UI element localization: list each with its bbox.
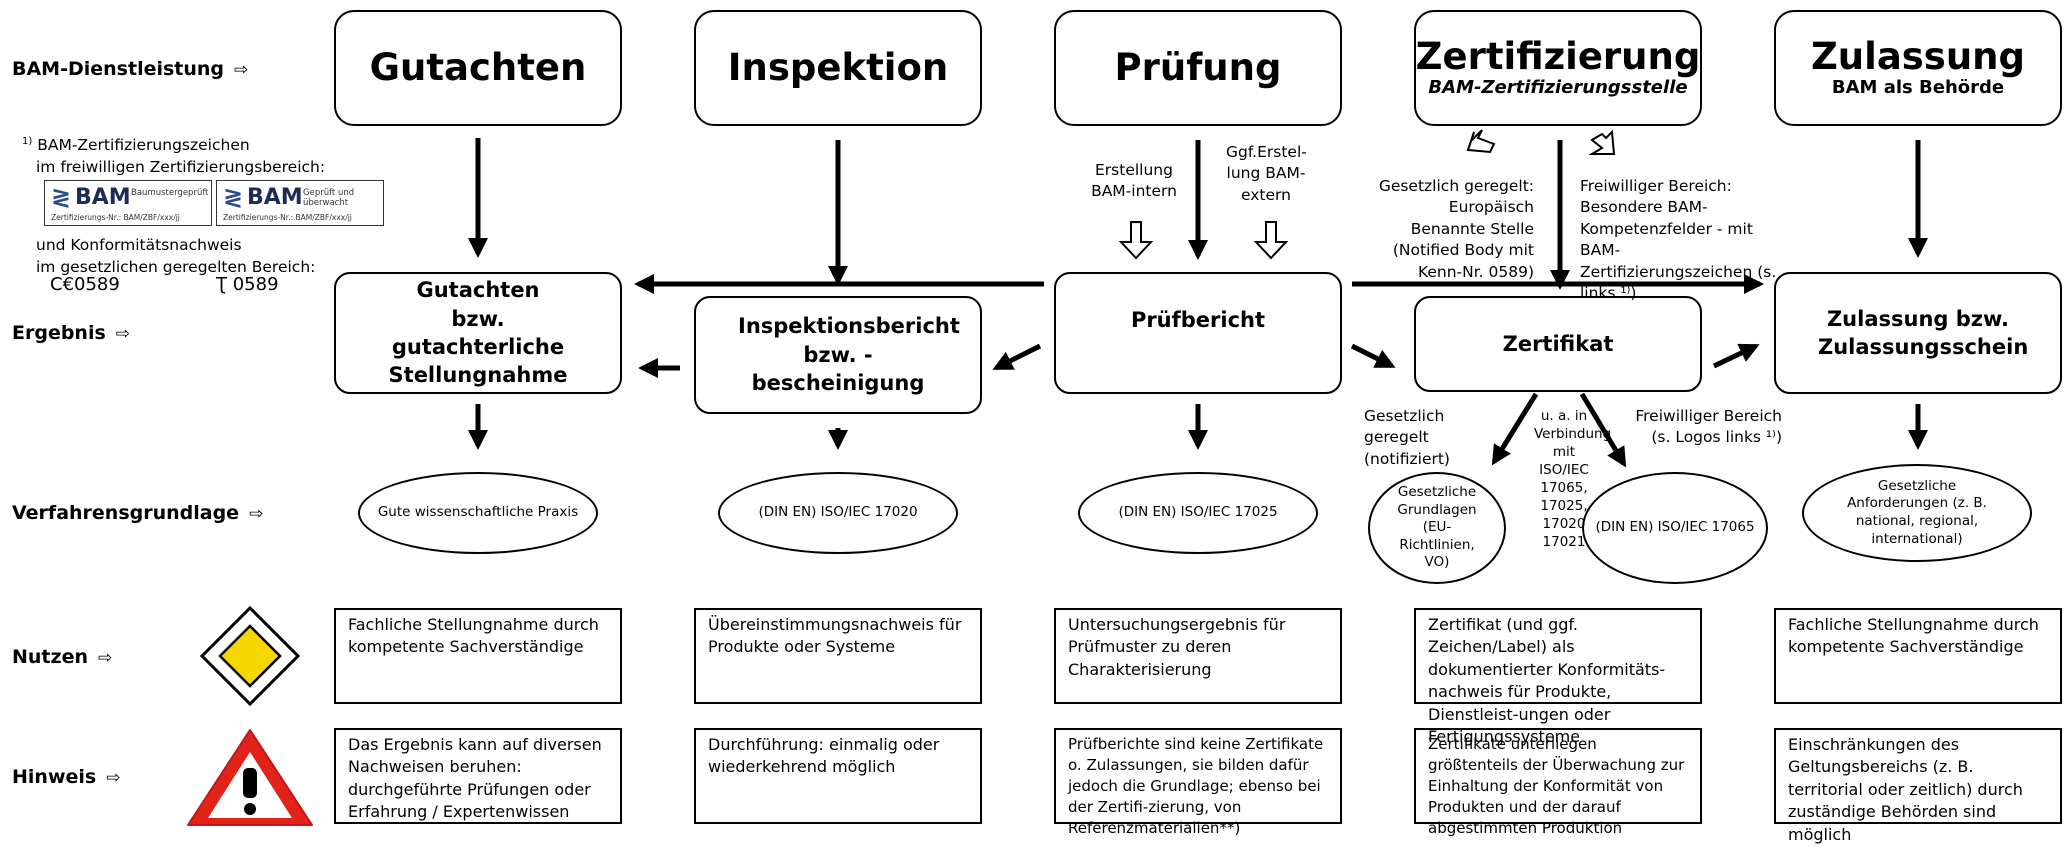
footnote-conformity: und Konformitätsnachweis im gesetzlichen… xyxy=(36,236,316,276)
service-pruefung: Prüfung xyxy=(1054,10,1342,126)
basis-zulassung: Gesetzliche Anforderungen (z. B. nationa… xyxy=(1802,464,2032,562)
benefit-pruefung: Untersuchungsergebnis für Prüfmuster zu … xyxy=(1054,608,1342,704)
footnote-certification-marks: 1) BAM-Zertifizierungszeichen im freiwil… xyxy=(22,135,326,176)
row-label-note: Hinweis⇨ xyxy=(12,766,121,788)
benefit-zulassung: Fachliche Stellungnahme durch kompetente… xyxy=(1774,608,2062,704)
pi-mark: Ʈ 0589 xyxy=(216,274,279,295)
row-label-basis: Verfahrensgrundlage⇨ xyxy=(12,502,264,524)
basis-pruefung: (DIN EN) ISO/IEC 17025 xyxy=(1078,472,1318,554)
result-gutachten: Gutachten bzw. gutachterliche Stellungna… xyxy=(334,272,622,394)
basis-inspektion: (DIN EN) ISO/IEC 17020 xyxy=(718,472,958,554)
note-zertifizierung: Zertifikate unterliegen größtenteils der… xyxy=(1414,728,1702,837)
bam-logo-baumustergeprueft: ≷ BAM Baumustergeprüft Zertifizierungs-N… xyxy=(44,180,212,226)
benefit-gutachten: Fachliche Stellungnahme durch kompetente… xyxy=(334,608,622,704)
row-label-service: BAM-Dienstleistung⇨ xyxy=(12,58,249,80)
row-label-result: Ergebnis⇨ xyxy=(12,322,131,344)
benefit-inspektion: Übereinstimmungsnachweis für Produkte od… xyxy=(694,608,982,704)
basis-gutachten: Gute wissenschaftliche Praxis xyxy=(358,472,598,554)
arrow-right-icon: ⇨ xyxy=(97,648,113,668)
arrow-right-icon: ⇨ xyxy=(249,504,264,524)
result-zertifizierung: Zertifikat xyxy=(1414,296,1702,392)
diagram-connectors xyxy=(468,129,1928,468)
label-erstellung-extern: Ggf.Erstel-lung BAM-extern xyxy=(1226,143,1307,204)
label-freiwillig-bam: Freiwilliger Bereich: Besondere BAM-Komp… xyxy=(1580,177,1777,302)
result-inspektion: Inspektionsbericht bzw. -bescheinigung xyxy=(694,296,982,414)
label-gesetzlich-notifiziert: Gesetzlich geregelt (notifiziert) xyxy=(1364,407,1450,468)
bam-logo-geprueft-ueberwacht: ≷ BAM Geprüft und überwacht Zertifizieru… xyxy=(216,180,384,226)
benefit-zertifizierung: Zertifikat (und ggf. Zeichen/Label) als … xyxy=(1414,608,1702,746)
row-label-benefit: Nutzen⇨ xyxy=(12,646,113,668)
arrow-right-icon: ⇨ xyxy=(106,768,121,788)
result-zulassung: Zulassung bzw. Zulassungsschein xyxy=(1774,272,2062,394)
note-zulassung: Einschränkungen des Geltungsbereichs (z.… xyxy=(1774,728,2062,844)
label-gesetzlich-eu: Gesetzlich geregelt: Europäisch Benannte… xyxy=(1378,177,1534,281)
basis-zert-gesetz: Gesetzliche Grundlagen (EU-Richtlinien, … xyxy=(1368,472,1506,584)
note-pruefung: Prüfberichte sind keine Zertifikate o. Z… xyxy=(1054,728,1342,837)
note-inspektion: Durchführung: einmalig oder wiederkehren… xyxy=(694,728,982,824)
label-freiwillig-logos: Freiwilliger Bereich (s. Logos links ¹⁾) xyxy=(1635,407,1782,447)
arrow-right-icon: ⇨ xyxy=(234,60,249,80)
arrow-right-icon: ⇨ xyxy=(115,324,131,344)
ce-mark: C€0589 xyxy=(50,274,120,295)
bam-mark-icon: ≷ xyxy=(223,183,244,211)
label-iso-verbindung: u. a. in Verbindung mit ISO/IEC 17065, 1… xyxy=(1534,408,1612,550)
hollow-arrows xyxy=(1118,129,1616,260)
label-erstellung-intern: Erstellung BAM-intern xyxy=(1091,161,1177,201)
bam-mark-icon: ≷ xyxy=(51,183,72,211)
service-inspektion: Inspektion xyxy=(694,10,982,126)
basis-zert-frei: (DIN EN) ISO/IEC 17065 xyxy=(1582,472,1768,584)
result-pruefung: Prüfbericht xyxy=(1054,272,1342,394)
note-gutachten: Das Ergebnis kann auf diversen Nachweise… xyxy=(334,728,622,824)
service-gutachten: Gutachten xyxy=(334,10,622,126)
